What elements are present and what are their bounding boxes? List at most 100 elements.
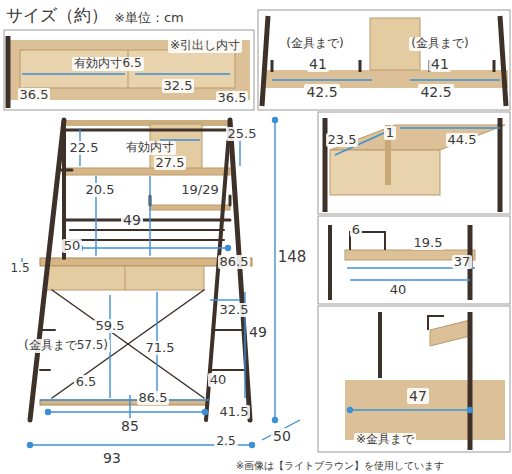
dimension-label: 有効内寸6.5 bbox=[72, 57, 143, 71]
dimension-label: ※引出し内寸 bbox=[168, 39, 242, 53]
diagram-title: サイズ（約） bbox=[6, 6, 108, 26]
desk-wood bbox=[46, 266, 204, 290]
dimension-line bbox=[22, 74, 500, 448]
dimension-line bbox=[135, 73, 230, 74]
dimension-label: 20.5 bbox=[84, 183, 117, 198]
dimension-line bbox=[273, 118, 278, 123]
dimension-line bbox=[250, 443, 255, 448]
dimension-label: 36.5 bbox=[216, 91, 249, 106]
shelf-detail bbox=[272, 60, 494, 72]
inset-frame bbox=[4, 30, 254, 110]
dimension-label: 36.5 bbox=[18, 88, 51, 103]
dimension-line bbox=[350, 279, 470, 280]
drawer-detail bbox=[6, 36, 11, 108]
dimension-label: ※単位：cm bbox=[112, 11, 186, 26]
dimension-line bbox=[350, 409, 470, 410]
desk-wood bbox=[40, 120, 252, 405]
desk-wood bbox=[64, 168, 230, 175]
dimension-label: 93 bbox=[101, 450, 123, 466]
desk-wood bbox=[125, 266, 126, 290]
dimension-line bbox=[210, 299, 240, 300]
dimension-label: 148 bbox=[276, 249, 309, 266]
desk-wood bbox=[66, 120, 228, 126]
dimension-label: 41.5 bbox=[218, 405, 251, 420]
dimension-label: 2.5 bbox=[214, 435, 237, 449]
shelf-detail bbox=[262, 16, 268, 106]
desk-frame bbox=[62, 120, 66, 258]
inset-frame bbox=[4, 10, 510, 452]
shelf-detail bbox=[500, 16, 506, 106]
dimension-label: 85 bbox=[119, 418, 141, 434]
dimension-label: 86.5 bbox=[218, 255, 251, 270]
dimension-label: 49 bbox=[121, 212, 143, 228]
dimension-line bbox=[273, 418, 278, 423]
dimension-label: 6 bbox=[350, 223, 362, 238]
hutch-detail bbox=[498, 118, 503, 212]
dimension-label: 44.5 bbox=[446, 133, 479, 148]
dimension-line bbox=[348, 408, 353, 413]
dimension-label: 有効内寸 bbox=[124, 141, 176, 155]
desk-frame bbox=[206, 120, 230, 420]
shelf-detail bbox=[262, 16, 508, 106]
inset-frame bbox=[318, 216, 510, 304]
dimension-label: 40 bbox=[388, 283, 409, 298]
desk-wood bbox=[150, 205, 230, 210]
dimension-line bbox=[129, 395, 130, 418]
dimension-label: 6.5 bbox=[74, 375, 99, 390]
dimension-label: 37 bbox=[452, 255, 473, 270]
dimension-label: 50 bbox=[62, 239, 83, 254]
dimension-label: (金具まで) bbox=[409, 37, 470, 51]
shelf-detail bbox=[262, 70, 508, 88]
side-shelf-detail bbox=[378, 312, 382, 378]
drawer-detail bbox=[8, 36, 250, 108]
dimension-label: 86.5 bbox=[137, 391, 170, 406]
dimension-label: 32.5 bbox=[218, 303, 251, 318]
dimension-label: 59.5 bbox=[94, 319, 127, 334]
side-shelf-detail bbox=[345, 312, 505, 450]
dimension-line bbox=[274, 120, 275, 420]
drawer-detail bbox=[20, 50, 235, 88]
dimension-label: ※金具まで bbox=[354, 433, 416, 447]
dimension-label: 41 bbox=[429, 56, 451, 72]
note-text: ※画像は【ライトブラウン】を使用しています bbox=[234, 460, 446, 472]
dimension-line bbox=[22, 73, 125, 74]
desk-frame bbox=[230, 120, 250, 420]
dimension-line bbox=[410, 79, 500, 80]
dimension-label: 32.5 bbox=[162, 79, 195, 94]
dimension-line bbox=[468, 408, 473, 413]
dimension-line bbox=[400, 127, 500, 128]
desk-frame bbox=[30, 120, 250, 420]
dimension-line bbox=[48, 411, 205, 412]
dimension-label: 49 bbox=[247, 324, 269, 340]
desk-frame bbox=[58, 130, 230, 220]
dimension-label: 19.5 bbox=[412, 236, 445, 251]
dimension-line bbox=[28, 443, 33, 448]
dimension-label: 1 bbox=[384, 126, 396, 141]
dimension-label: (金具まで57.5) bbox=[22, 339, 110, 353]
desk-frame bbox=[70, 230, 224, 240]
desk-wood bbox=[40, 400, 208, 405]
dimension-line bbox=[203, 410, 208, 415]
dimension-line bbox=[272, 79, 372, 80]
desk-frame bbox=[30, 120, 64, 420]
dimension-label: (金具まで) bbox=[284, 37, 345, 51]
dimension-label: 50 bbox=[271, 428, 293, 444]
side-shelf-detail bbox=[468, 312, 473, 450]
dimension-label: 25.5 bbox=[226, 127, 259, 142]
dimension-label: 47 bbox=[407, 388, 429, 404]
dimension-label: 42.5 bbox=[304, 84, 339, 100]
dimension-label: 71.5 bbox=[144, 341, 177, 356]
hutch-detail bbox=[325, 118, 505, 212]
dimension-label: 27.5 bbox=[154, 156, 187, 171]
dimension-line bbox=[149, 176, 150, 256]
dimension-label: 42.5 bbox=[418, 84, 453, 100]
inset-frame bbox=[318, 306, 510, 452]
dimension-label: 41 bbox=[307, 56, 329, 72]
dimension-label: 19/29 bbox=[179, 183, 220, 198]
dimension-line bbox=[46, 410, 51, 415]
dimension-line bbox=[80, 247, 228, 248]
side-shelf-detail bbox=[345, 380, 505, 440]
inset-frame bbox=[318, 112, 510, 214]
small-shelf-detail bbox=[328, 225, 332, 300]
dimension-label: 22.5 bbox=[68, 141, 101, 156]
